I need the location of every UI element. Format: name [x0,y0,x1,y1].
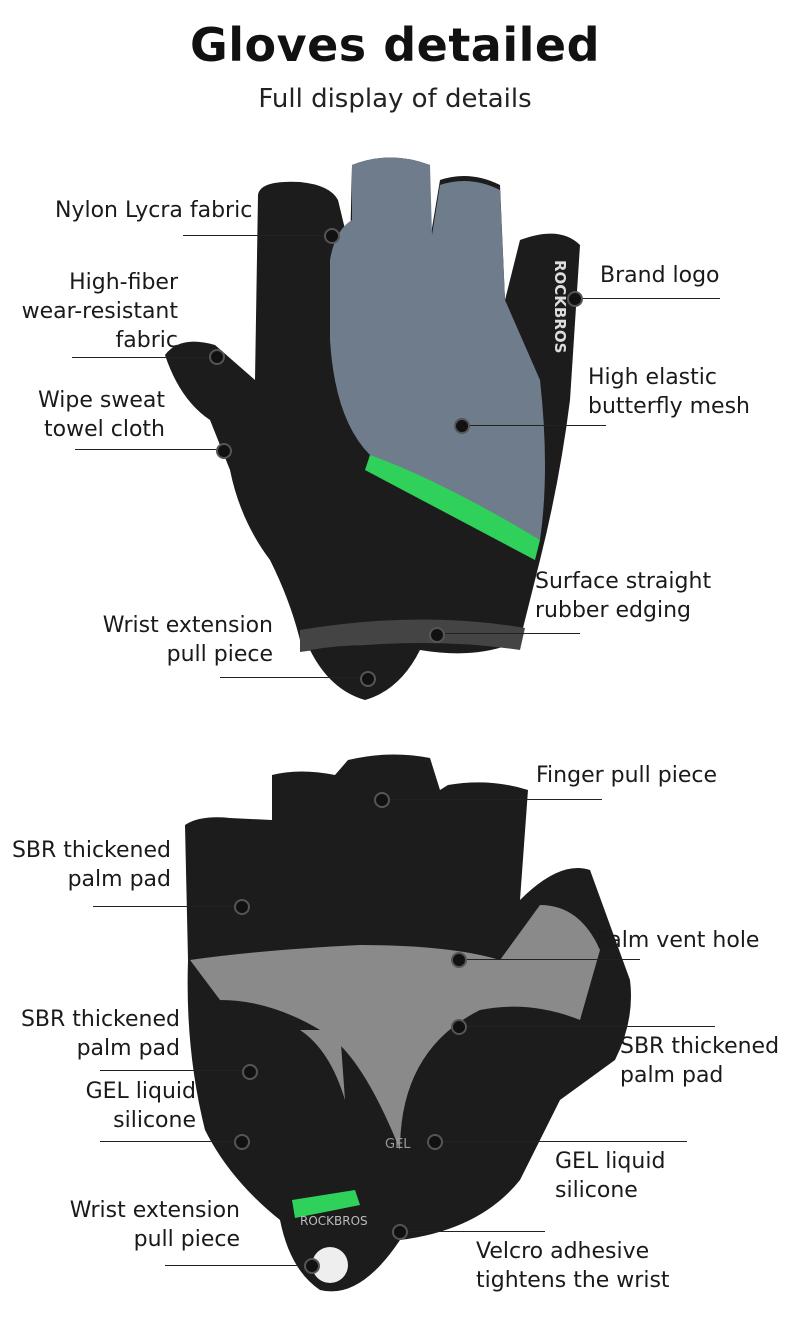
callout-dot [567,291,583,307]
label-palm-vent-hole: Palm vent hole [596,928,760,953]
callout-dot [242,1064,258,1080]
callout-dot [451,1019,467,1035]
leader-line [100,1141,240,1142]
label-nylon-lycra-fabric: Nylon Lycra fabric [55,198,253,223]
callout-dot [324,228,340,244]
label-brand-logo: Brand logo [600,263,720,288]
callout-dot [360,671,376,687]
callout-dot [209,349,225,365]
palm-brand-text: ROCKBROS [300,1214,368,1228]
callout-dot [216,443,232,459]
leader-line [460,425,606,426]
leader-line [220,677,366,678]
callout-dot [374,792,390,808]
callout-dot [304,1258,320,1274]
glove-palm-image: ROCKBROS GEL [185,754,631,1292]
leader-line [573,298,720,299]
page-title: Gloves detailed [189,18,601,72]
callout-dot [234,1134,250,1150]
leader-line [435,633,580,634]
gel-mark-text: GEL [385,1137,411,1152]
page-subtitle: Full display of details [258,84,532,114]
leader-line [165,1265,310,1266]
leader-line [433,1141,687,1142]
leader-line [75,449,222,450]
callout-dot [429,627,445,643]
leader-line [100,1070,248,1071]
leader-line [457,959,640,960]
callout-dot [454,418,470,434]
glove-back-image: ROCKBROS [165,157,580,700]
callout-dot [234,899,250,915]
label-finger-pull-piece: Finger pull piece [536,763,718,788]
brand-logo-text: ROCKBROS [551,260,569,353]
leader-line [183,235,330,236]
leader-line [398,1231,545,1232]
callout-dot [427,1134,443,1150]
leader-line [380,799,602,800]
leader-line [72,357,215,358]
callout-dot [451,952,467,968]
callout-dot [392,1224,408,1240]
leader-line [457,1026,715,1027]
leader-line [93,906,240,907]
